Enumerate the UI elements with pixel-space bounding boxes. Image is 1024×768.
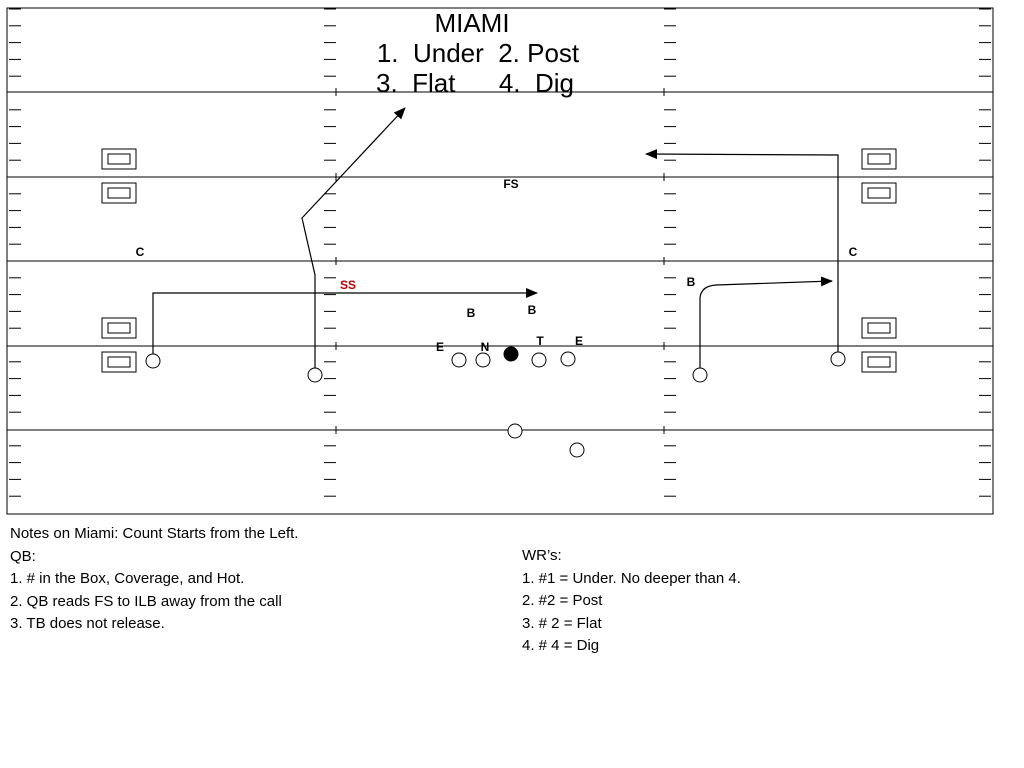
wr-note: 2. #2 = Post [522,592,603,609]
yard-number-box [101,148,137,170]
notes-heading: Notes on Miami: Count Starts from the Le… [10,525,299,542]
receiver-1 [145,353,161,369]
receiver-4 [830,351,846,367]
hash-marks [9,8,991,497]
left-guard [475,352,491,368]
yard-number-box [101,317,137,339]
defensive-end-right-label: E [575,334,583,348]
route-under [152,288,538,355]
routes [152,107,839,369]
backer-middle-label: B [528,303,537,317]
qb-title: QB: [10,547,36,565]
qb-note: 3. TB does not release. [10,615,165,632]
notes-left: Notes on Miami: Count Starts from the Le… [10,523,298,636]
nose-tackle-label: N [481,340,490,354]
wr-title: WR’s: [522,547,562,564]
right-tackle [560,351,576,367]
receiver-3 [692,367,708,383]
strong-safety-label: SS [340,278,356,292]
title-line-1: 1. Under 2. Post [377,38,580,68]
defensive-tackle-label: T [536,334,544,348]
yard-number-box [861,317,897,339]
corner-left-label: C [136,245,145,259]
wr-note: 4. # 4 = Dig [522,637,600,654]
route-flat [699,276,833,369]
play-name: MIAMI [434,8,509,38]
route-post [301,107,406,368]
qb-note: 1. # in the Box, Coverage, and Hot. [10,570,245,587]
left-tackle [451,352,467,368]
yard-lines [7,91,993,431]
yard-number-box [861,351,897,373]
yard-number-box [101,351,137,373]
wr-note: 1. #1 = Under. No deeper than 4. [522,569,741,587]
defense-labels: FS SS C C B B B E N T E [136,177,858,354]
receiver-2 [307,367,323,383]
yard-number-box [861,148,897,170]
title-line-2: 3. Flat 4. Dig [376,68,574,98]
offense-players [145,346,846,458]
corner-right-label: C [849,245,858,259]
notes-right: WR’s: 1. #1 = Under. No deeper than 4. 2… [522,545,741,658]
route-dig [645,149,839,352]
backer-right-label: B [687,275,696,289]
backer-left-label: B [467,306,476,320]
play-title: MIAMI 1. Under 2. Post 3. Flat 4. Dig [376,8,580,98]
center [503,346,519,362]
tailback [569,442,585,458]
qb-note: 2. QB reads FS to ILB away from the call [10,592,282,610]
football-field: FS SS C C B B B E N T E MIAMI 1. Under 2… [6,7,994,515]
defensive-end-left-label: E [436,340,444,354]
quarterback [507,423,523,439]
free-safety-label: FS [503,177,518,191]
right-guard [531,352,547,368]
yard-number-box [861,182,897,204]
yard-number-box [101,182,137,204]
wr-note: 3. # 2 = Flat [522,614,602,632]
numbers-boxes [101,148,897,373]
